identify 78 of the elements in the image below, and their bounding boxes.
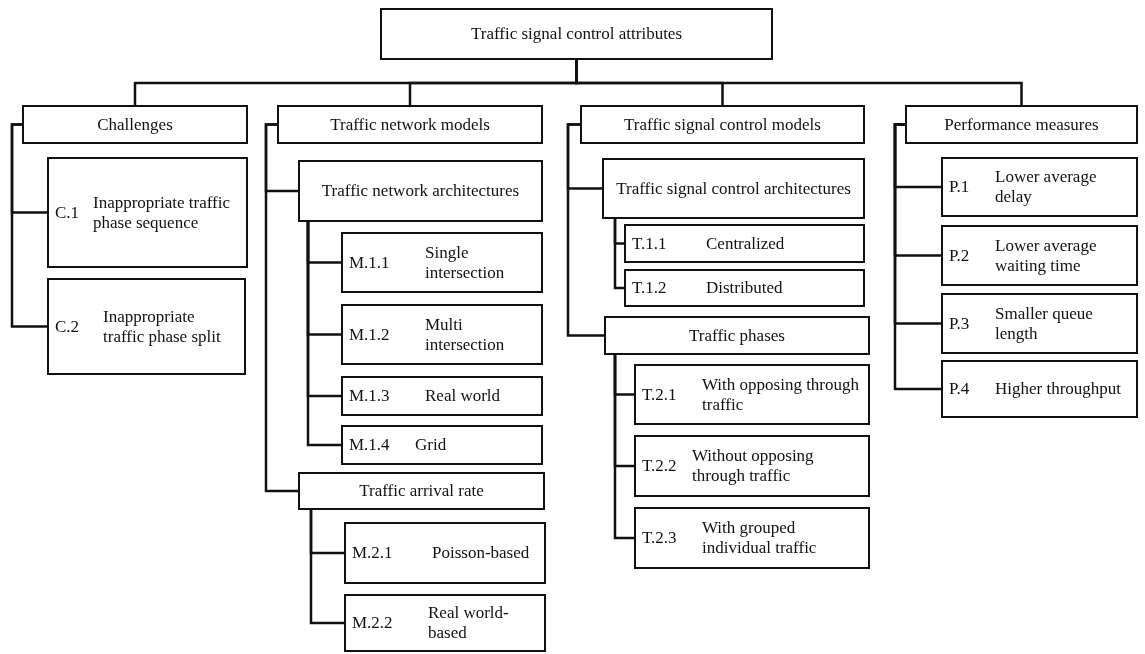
item-text: Without opposing through traffic [692, 446, 815, 486]
category-box [277, 105, 543, 144]
category-box [602, 158, 865, 219]
box-heading: Challenges [97, 114, 173, 135]
item-code: C.1 [55, 202, 81, 223]
item-text: With opposing through traffic [702, 374, 861, 415]
item-code: T.2.2 [642, 456, 678, 476]
item-text: Inappropriate traffic phase split [103, 306, 222, 347]
box-heading: Traffic network architectures [321, 181, 520, 201]
item-box [341, 376, 543, 416]
item-box [634, 507, 870, 569]
item-box [47, 157, 248, 268]
item-text: Lower average waiting time [995, 235, 1098, 276]
item-text: With grouped individual traffic [702, 518, 818, 558]
category-box [580, 105, 865, 144]
root-box [380, 8, 773, 60]
item-code: M.1.3 [349, 386, 391, 406]
item-text: Centralized [706, 233, 786, 254]
item-box [941, 293, 1138, 354]
item-code: P.1 [949, 177, 971, 197]
category-box [298, 160, 543, 222]
item-text: Single intersection [425, 242, 506, 283]
connector-line [613, 355, 634, 540]
item-code: T.2.3 [642, 528, 678, 548]
item-text: Smaller queue length [995, 303, 1094, 344]
item-box [624, 269, 865, 307]
connector-line [893, 123, 941, 391]
item-text: Real world [425, 386, 502, 406]
category-box [905, 105, 1138, 144]
item-text: Poisson-based [432, 543, 531, 563]
item-code: T.2.1 [642, 384, 678, 405]
item-code: T.1.1 [632, 233, 668, 254]
item-box [634, 435, 870, 497]
item-text: Real world-based [428, 603, 510, 643]
box-heading: Performance measures [944, 114, 1099, 135]
box-heading: Traffic phases [689, 325, 785, 346]
item-box [47, 278, 246, 375]
connector-line [306, 222, 341, 447]
connector-line [309, 510, 344, 625]
item-code: C.2 [55, 316, 81, 337]
item-text: Lower average delay [995, 167, 1098, 207]
item-text: Multi intersection [425, 314, 506, 355]
item-box [941, 157, 1138, 217]
item-box [341, 304, 543, 365]
box-heading: Traffic signal control architectures [616, 178, 851, 199]
item-code: P.4 [949, 379, 971, 399]
connector-line [264, 123, 298, 493]
box-heading: Traffic signal control attributes [470, 24, 683, 44]
connector-line [575, 60, 1023, 105]
item-code: P.3 [949, 313, 971, 334]
item-text: Higher throughput [995, 379, 1123, 399]
item-code: T.1.2 [632, 278, 668, 298]
item-code: M.1.4 [349, 435, 391, 455]
connector-line [613, 219, 624, 290]
connector-line [10, 123, 47, 328]
item-text: Distributed [706, 278, 784, 298]
item-box [344, 594, 546, 652]
item-box [341, 425, 543, 465]
item-code: M.1.2 [349, 324, 391, 345]
item-text: Grid [415, 435, 448, 455]
box-heading: Traffic network models [330, 114, 490, 135]
item-box [341, 232, 543, 293]
item-box [941, 360, 1138, 418]
item-code: M.2.1 [352, 543, 394, 563]
item-box [344, 522, 546, 584]
box-heading: Traffic arrival rate [359, 481, 484, 501]
item-box [634, 364, 870, 425]
connector-line [566, 123, 604, 337]
box-heading: Traffic signal control models [624, 114, 821, 135]
category-box [298, 472, 545, 510]
item-code: P.2 [949, 245, 971, 266]
item-box [941, 225, 1138, 286]
category-box [604, 316, 870, 355]
item-text: Inappropriate traffic phase sequence [93, 192, 232, 233]
category-box [22, 105, 248, 144]
item-code: M.1.1 [349, 252, 391, 273]
item-box [624, 224, 865, 263]
item-code: M.2.2 [352, 613, 394, 633]
